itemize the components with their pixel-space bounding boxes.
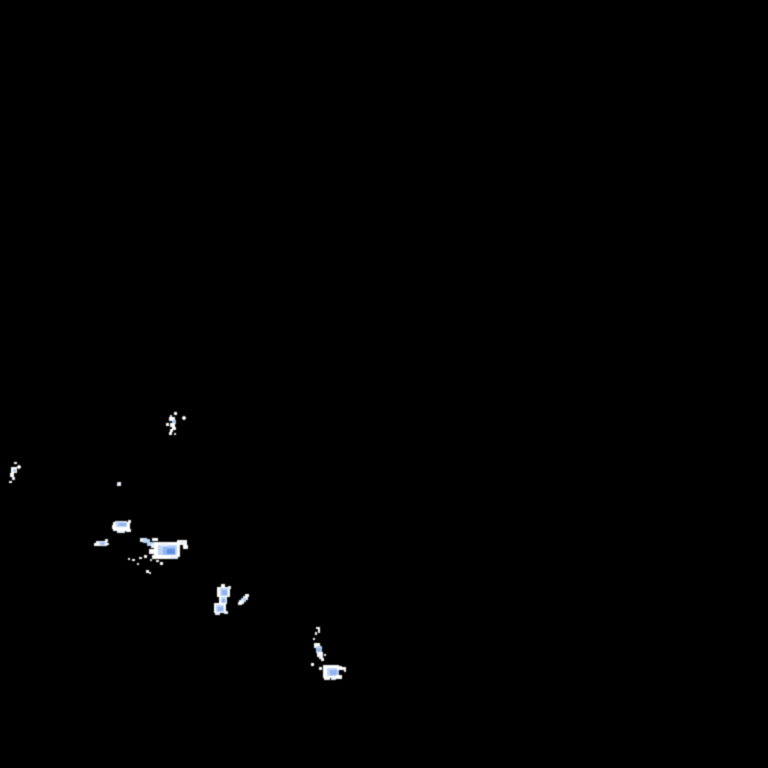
speckles-below-central-cloud [128, 555, 163, 574]
cloud-patch-west [112, 520, 131, 533]
cloud-pixel [324, 654, 326, 656]
cloud-pixel [319, 667, 322, 670]
cloud-pixel [313, 638, 315, 640]
cloud-pixel [314, 643, 320, 648]
cloud-pixel [156, 560, 159, 562]
cloud-pixel [170, 556, 178, 559]
cloud-pixel [17, 466, 21, 468]
cloud-pixel [317, 652, 323, 657]
cloud-pixel [224, 611, 228, 614]
cloud-pixel [170, 423, 175, 427]
cloud-pixel [143, 539, 150, 543]
cloud-pixel [117, 531, 125, 533]
cloud-pixel [119, 523, 126, 526]
cloud-pixel [222, 590, 227, 595]
cloud-pixel [221, 584, 225, 587]
cloud-pixel [149, 572, 151, 574]
cloud-pixel [14, 470, 16, 472]
cloud-pixel [117, 482, 119, 484]
tiny-dot-cloud [117, 482, 121, 486]
cloud-pixel [161, 556, 173, 559]
cloud-pixel [170, 429, 173, 432]
cloud-pixel [105, 539, 108, 542]
cloud-pixel [169, 432, 172, 435]
cloud-pixel [344, 670, 346, 672]
cloud-pixel [101, 543, 105, 545]
cloud-pixel [342, 667, 346, 670]
cloud-pixel [169, 417, 175, 421]
cloud-pixel [150, 559, 152, 561]
cloud-streak-small [94, 539, 109, 546]
cloud-pixel [144, 555, 147, 558]
cloud-pixel [174, 433, 176, 435]
cloud-pixel [128, 520, 131, 523]
speckle-cluster-upper [166, 412, 186, 435]
large-central-cloud [140, 538, 188, 559]
cloud-pixel [215, 612, 220, 615]
cloud-pixel [311, 663, 314, 666]
cloud-pixel [126, 529, 131, 532]
cloud-pixel [222, 599, 225, 603]
cloud-pixel [10, 473, 14, 477]
vertical-cloud [214, 584, 231, 615]
cloud-pixel [152, 555, 164, 559]
cloud-pixel [315, 632, 317, 635]
cloud-pixel [139, 557, 142, 559]
cloud-pixel [317, 648, 321, 653]
cloud-pixel [170, 415, 172, 417]
cloud-pixel [228, 586, 231, 589]
cloud-pixel [182, 417, 186, 419]
cloud-pixel [173, 421, 175, 424]
cloud-pixel [183, 545, 188, 549]
cloud-pixel [107, 543, 109, 545]
cloud-pixel [14, 462, 17, 464]
slanted-streak [238, 594, 249, 605]
bottom-cloud [319, 665, 346, 680]
cloud-pixel [330, 670, 337, 675]
cloud-pixel [9, 481, 12, 483]
cloud-pixel [160, 562, 163, 565]
cloud-pixel [316, 627, 320, 629]
cloud-pixel [318, 629, 320, 633]
cloud-pixel [337, 666, 342, 670]
cloud-pixel [119, 484, 121, 486]
cloud-pixel [324, 676, 330, 680]
cloud-pixel [160, 543, 168, 546]
cloud-pixel [174, 412, 177, 415]
cloud-pixel [319, 655, 323, 659]
cloud-pixel [321, 658, 324, 661]
cloud-pixel [167, 549, 175, 554]
cloud-pixel [147, 542, 154, 546]
speckle-cluster-left [9, 462, 21, 483]
cloud-pixel [245, 594, 249, 597]
cloud-pixel [149, 549, 154, 554]
cloud-pixel [12, 477, 15, 480]
cloud-pixel [238, 602, 242, 605]
thin-streak-cloud [311, 627, 326, 666]
cloud-pixel [128, 558, 130, 560]
cloud-pixel [94, 543, 97, 546]
cloud-pixel [146, 570, 149, 573]
cloud-pixel [112, 525, 115, 529]
cloud-pixel [166, 423, 169, 426]
cloud-pixel [336, 675, 342, 679]
cloud-pixel [180, 541, 186, 544]
cloud-pixel [132, 559, 135, 561]
cloud-pixel [172, 427, 176, 430]
cloud-pixel [218, 607, 223, 611]
cloud-pixel [137, 563, 139, 565]
cloud-pixel [331, 677, 336, 680]
cloud-pixel [152, 538, 158, 541]
